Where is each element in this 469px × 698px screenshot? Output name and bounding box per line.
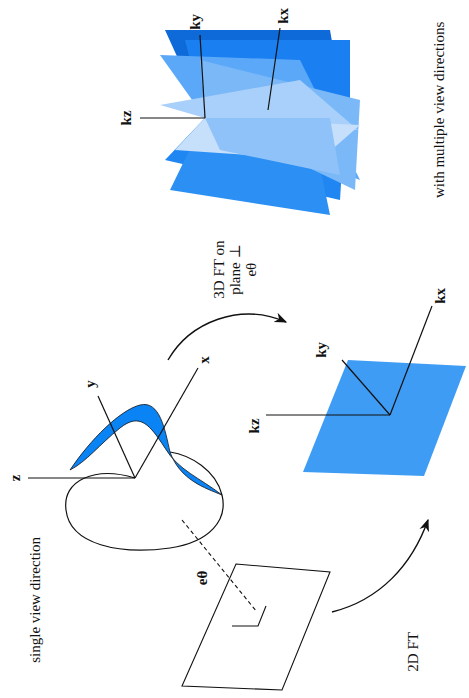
axis-kx (390, 306, 432, 415)
axis-z (28, 477, 135, 478)
panel-title: single view direction (28, 537, 44, 663)
axis-label: kz (246, 419, 262, 434)
axis-ky (200, 35, 205, 118)
axis-ky (342, 360, 390, 415)
object-outline (66, 452, 223, 550)
transform-label: 2D FT (406, 632, 422, 672)
view-direction (182, 520, 257, 612)
fourier-planes (160, 30, 360, 215)
axis-y (98, 396, 135, 478)
transform-arrow (168, 314, 286, 360)
plane-axes (232, 606, 266, 626)
fourier-plane (303, 360, 466, 476)
axis-kz (266, 414, 390, 415)
axis-label: ky (314, 342, 330, 358)
axis-label: z (8, 475, 24, 482)
projection-plane (182, 564, 330, 690)
axis-label: y (83, 380, 99, 388)
axis-label: eθ (195, 571, 211, 586)
axis-kz (140, 117, 205, 118)
axis-label: kz (118, 111, 134, 126)
axis-label: kx (276, 8, 292, 24)
axis-x (135, 368, 198, 478)
axis-kx (268, 28, 280, 110)
transform-arrow (332, 520, 428, 612)
panel-title: with multiple view directions (432, 22, 448, 198)
axis-label: kx (433, 288, 449, 304)
axis-label: ky (188, 14, 204, 30)
axis-label: x (197, 356, 213, 364)
transform-label: 3D FT on plane ⊥ eθ (212, 237, 259, 303)
object-surface (70, 404, 222, 495)
